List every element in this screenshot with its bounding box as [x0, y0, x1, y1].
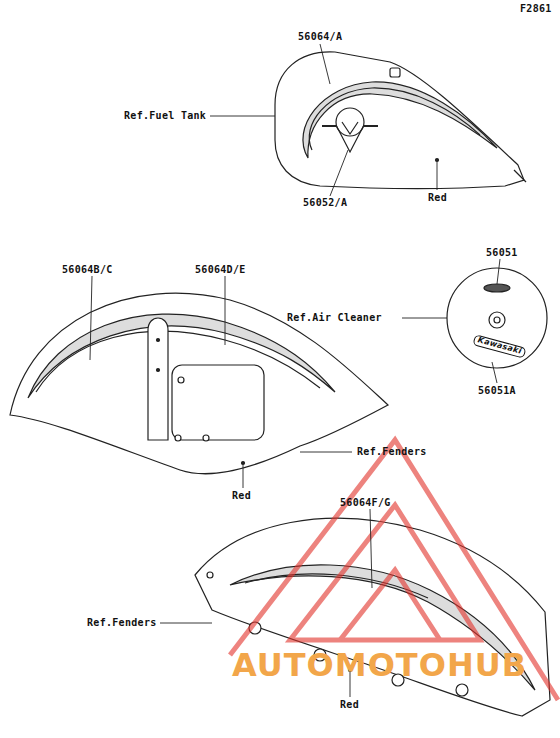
leader-lines	[90, 44, 500, 697]
callout-label: Ref.Fenders	[357, 446, 427, 457]
callout-label: 56064F/G	[340, 497, 391, 508]
callout-label: Red	[428, 192, 447, 203]
callout-label: 56064B/C	[62, 264, 113, 275]
callout-label: 56052/A	[303, 197, 347, 208]
callout-label: 56051A	[478, 385, 516, 396]
callout-label: Ref.Fuel Tank	[124, 110, 206, 121]
air-cleaner-badge	[484, 284, 510, 292]
callout-label: 56051	[486, 247, 518, 258]
fender-bracket	[148, 318, 168, 440]
rear-fender-stripe	[230, 565, 535, 690]
callout-label: Red	[340, 699, 359, 710]
front-fender	[10, 293, 388, 474]
callout-label: 56064/A	[298, 31, 342, 42]
watermark: AUTOMOTOHUB	[232, 648, 527, 683]
callout-label: Red	[232, 490, 251, 501]
callout-label: Ref.Air Cleaner	[287, 312, 382, 323]
callout-label: Ref.Fenders	[87, 617, 157, 628]
watermark-logo	[230, 440, 558, 700]
tank-stripe	[303, 82, 497, 158]
callout-label: F2861	[520, 3, 552, 14]
callout-label: 56064D/E	[195, 264, 246, 275]
fuel-tank	[275, 52, 524, 189]
rear-fender	[195, 518, 550, 716]
